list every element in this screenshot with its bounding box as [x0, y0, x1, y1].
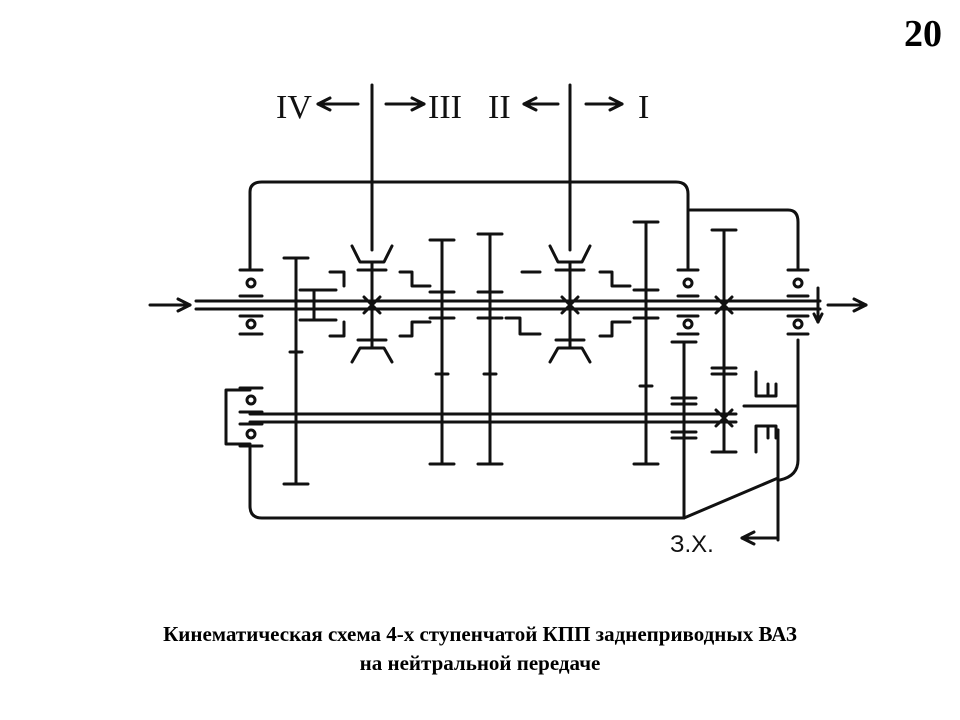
- gear-iii: [428, 238, 456, 466]
- synchronizer-i-ii: [548, 244, 632, 364]
- bearing-input-front: [238, 268, 264, 336]
- reverse-shift-fork: [742, 370, 798, 542]
- bearing-rear-main: [676, 268, 700, 336]
- bearing-output: [786, 268, 810, 336]
- gear-ii: [476, 232, 542, 466]
- arrow-right-i: [584, 96, 624, 112]
- reverse-idler: [670, 340, 698, 520]
- caption-line-2: на нейтральной передаче: [359, 651, 601, 675]
- diagram-caption: Кинематическая схема 4-х ступенчатой КПП…: [0, 620, 960, 678]
- caption-line-1: Кинематическая схема 4-х ступенчатой КПП…: [163, 622, 797, 646]
- housing-rear-extension: [688, 208, 800, 270]
- synchronizer-iii-iv: [328, 244, 432, 364]
- input-shaft-hub: [298, 288, 338, 322]
- gear-label-reverse: З.Х.: [670, 531, 714, 558]
- input-gear: [282, 256, 310, 486]
- arrow-reverse: [740, 530, 778, 546]
- arrow-left-ii: [522, 96, 560, 112]
- main-shaft: [194, 299, 822, 311]
- countershaft: [248, 408, 738, 428]
- bearing-countershaft-front: [224, 386, 264, 448]
- output-arrow: [812, 286, 868, 324]
- gear-i: [632, 220, 660, 466]
- input-arrow: [148, 297, 192, 313]
- housing-outline: [248, 180, 690, 270]
- gear-label-ii: II: [488, 89, 511, 126]
- gear-label-iv: IV: [276, 89, 312, 126]
- housing-lower-outline: [248, 428, 780, 520]
- arrow-right-iii: [384, 96, 426, 112]
- housing-rear-lower: [778, 338, 800, 482]
- arrow-left-iv: [316, 96, 360, 112]
- gear-label-i: I: [638, 89, 649, 126]
- page-number: 20: [904, 13, 942, 55]
- gear-label-iii: III: [428, 89, 462, 126]
